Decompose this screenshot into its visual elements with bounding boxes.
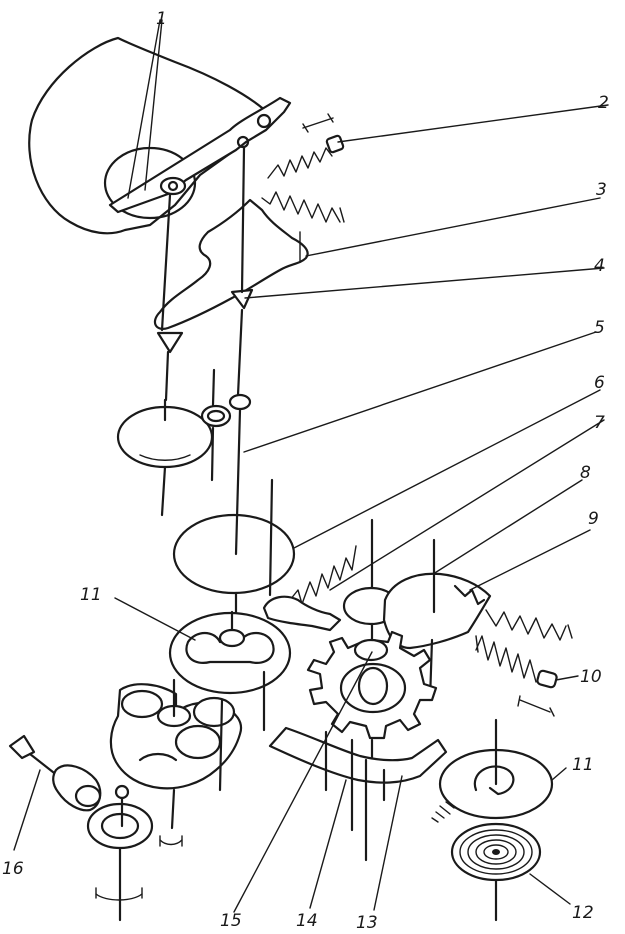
label-2: 2	[598, 93, 609, 113]
bent-lever	[153, 197, 605, 354]
cam-cluster	[109, 678, 243, 847]
label-7: 7	[594, 413, 605, 433]
leader-1	[127, 19, 163, 199]
label-4: 4	[594, 256, 605, 276]
label-15: 15	[220, 911, 242, 931]
top-cover-part	[28, 36, 272, 235]
label-8: 8	[580, 463, 591, 483]
label-5: 5	[594, 318, 605, 338]
disc-11-right	[438, 718, 567, 820]
label-3: 3	[596, 180, 607, 200]
label-6: 6	[594, 373, 605, 393]
spiral-spring-12	[431, 801, 571, 922]
label-12: 12	[572, 903, 594, 923]
label-11-right: 11	[572, 755, 594, 775]
label-9: 9	[588, 509, 599, 529]
leaders-bottom	[233, 651, 403, 913]
label-11-left: 11	[80, 585, 102, 605]
part-16-knob	[8, 734, 154, 922]
label-10: 10	[580, 667, 602, 687]
label-13: 13	[356, 913, 378, 933]
label-16: 16	[2, 859, 24, 879]
axes-top	[160, 146, 246, 402]
lever-arm	[108, 96, 292, 214]
spring-7	[262, 419, 605, 632]
disc-6-large	[172, 389, 601, 614]
disc-5-small	[116, 331, 597, 517]
spring-2	[267, 104, 609, 179]
label-1: 1	[156, 9, 167, 29]
cam-disc-11	[114, 597, 292, 732]
part-labels: 1 2 3 4 5 6 7 8 9 10 11 11 12 13 14 15 1…	[2, 9, 609, 933]
lever-9	[382, 529, 591, 702]
lever-13	[268, 726, 448, 862]
spring-3	[261, 191, 345, 223]
spring-10	[475, 635, 579, 717]
label-14: 14	[296, 911, 318, 931]
